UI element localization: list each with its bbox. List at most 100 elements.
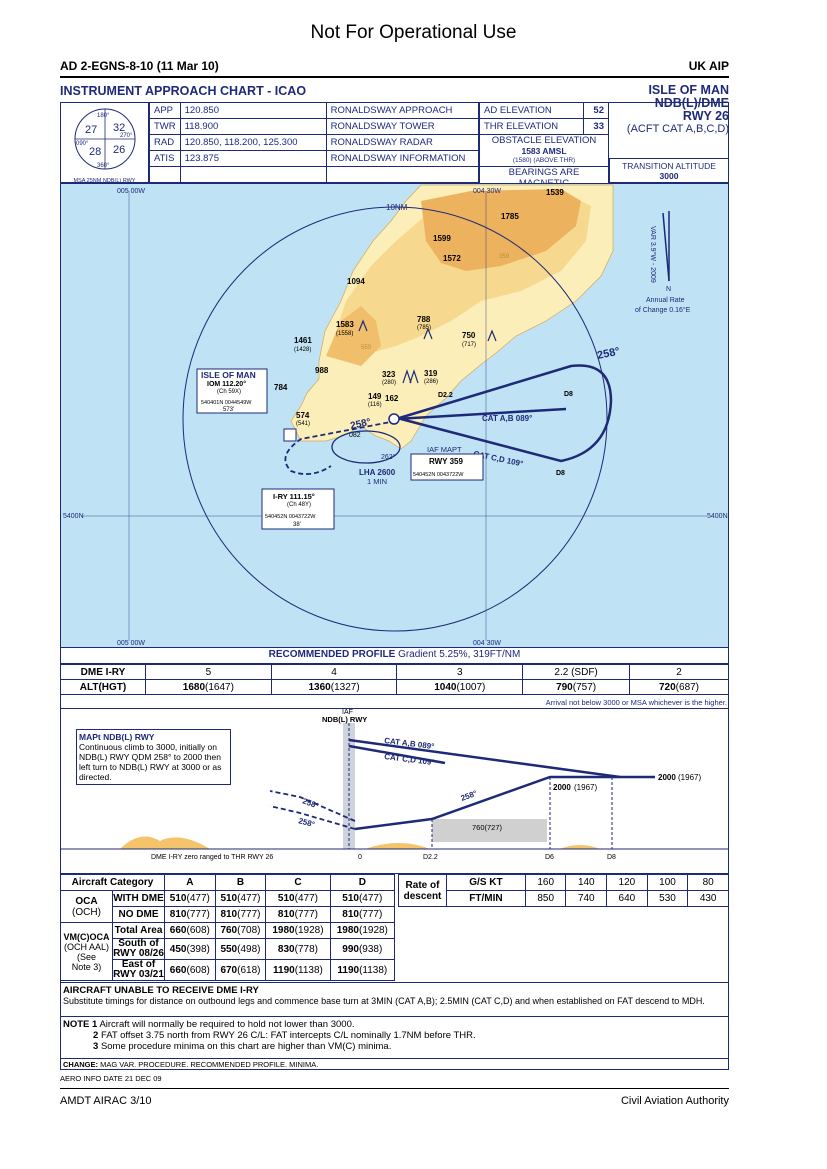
variation-text: VAR 3.9°W - 2009	[649, 226, 657, 283]
lha-label: LHA 2600	[359, 468, 396, 477]
cat-ab-track-label: CAT A,B 089°	[482, 414, 532, 423]
oca: 990	[342, 943, 359, 955]
msa-bearing-right: 270°	[120, 133, 133, 139]
inbound-track-label: 258°	[596, 345, 621, 361]
och: (498)	[237, 943, 261, 955]
terrain-east	[560, 845, 600, 849]
fpm-cell: 430	[687, 890, 729, 907]
ils-elevation: 38'	[293, 522, 301, 528]
alt-value: 720	[658, 681, 676, 693]
change-rate-label: of Change 0.16°E	[635, 306, 691, 314]
spot-elevation: 988	[315, 366, 329, 375]
axis-tick-d8: D8	[607, 854, 616, 861]
profile-height-b: (1967)	[574, 783, 597, 792]
axis-tick-d22: D2.2	[423, 854, 438, 861]
ndb-label: NDB(L) RWY	[322, 715, 367, 724]
ndb-symbol	[388, 413, 400, 425]
oca: 1190	[337, 964, 360, 976]
cat-ab-profile	[348, 738, 621, 779]
change-section: CHANGE: MAG VAR. PROCEDURE. RECOMMENDED …	[60, 1058, 729, 1070]
missed-track-label-2: 258°	[297, 816, 315, 829]
holding-pattern	[331, 430, 401, 464]
och: (477)	[186, 893, 210, 904]
authority-label: Civil Aviation Authority	[620, 1095, 729, 1107]
procedure-title: ISLE OF MAN NDB(L)/DME RWY 26 (ACFT CAT …	[627, 84, 729, 136]
spot-elevation-sub: (541)	[296, 421, 310, 427]
oca: 810	[342, 909, 359, 920]
ils-coords: 540452N 0043722W	[265, 514, 316, 520]
spot-elevation: 323	[382, 370, 396, 379]
minima-cell: 1190(1138)	[329, 959, 396, 981]
gs-cell: 100	[646, 874, 689, 891]
oca: 510	[342, 893, 359, 904]
msa-caption: MSA 25NM NDB(L) RWY	[73, 178, 136, 184]
footer-rule	[60, 1088, 729, 1089]
chart-title: INSTRUMENT APPROACH CHART - ICAO	[60, 84, 307, 98]
ndb-box	[410, 453, 484, 481]
rate-text-2: descent	[403, 890, 442, 902]
ils-box	[261, 488, 335, 530]
cat-ab-outbound	[395, 407, 567, 421]
dme-cell: 4	[270, 664, 398, 680]
hgt-value: (687)	[675, 681, 700, 693]
msa-diagram: 27 32 28 26 180° 270° 090° 360°	[74, 108, 136, 170]
minima-cell: 450(398)	[164, 938, 216, 960]
ndb-id: RWY 359	[429, 457, 463, 466]
gs-cell: 120	[606, 874, 648, 891]
fpm-cell: 530	[646, 890, 689, 907]
transition-altitude-label: TRANSITION ALTITUDE	[622, 161, 716, 171]
change-label: CHANGE:	[63, 1060, 98, 1069]
mapt-title: MAPt NDB(L) RWY	[79, 732, 155, 742]
change-text: MAG VAR. PROCEDURE. RECOMMENDED PROFILE.…	[100, 1060, 319, 1069]
missed-track-label: 258°	[301, 796, 320, 810]
oca: 1980	[336, 925, 359, 936]
contour-label: 550	[361, 345, 372, 351]
obstacle-icon	[358, 319, 368, 332]
obstacle-elevation-value: 1583 AMSL	[521, 145, 567, 156]
grid-label-top-2: 004 30W	[473, 188, 501, 195]
aircraft-categories: (ACFT CAT A,B,C,D)	[626, 123, 729, 135]
not-operational-banner: Not For Operational Use	[310, 22, 517, 43]
runway-name: RWY 26	[682, 109, 729, 123]
oca: 660	[169, 925, 187, 936]
south-text: South of	[118, 938, 159, 949]
spot-elevation-sub: (1428)	[294, 347, 311, 353]
comm-freq: 123.875	[179, 150, 327, 167]
minima-cell: 660(608)	[164, 922, 216, 939]
oca: 550	[220, 943, 238, 955]
land-high-elevation	[421, 189, 581, 271]
thr-elevation-value: 33	[583, 118, 609, 135]
spot-elevation: 1583	[336, 320, 354, 329]
east-rwy: RWY 03/21	[113, 969, 164, 980]
note-1: NOTE 1 Aircraft will normally be require…	[63, 1019, 726, 1030]
spot-elevation-sub: (116)	[368, 402, 382, 408]
minima-cell: 810(777)	[214, 906, 267, 923]
profile-diagram: IAF NDB(L) RWY 760(727) CAT A,B 089° CAT…	[60, 709, 729, 861]
fpm-cell: 740	[565, 890, 608, 907]
och: (1138)	[294, 964, 323, 976]
alt-cell: 720(687)	[629, 679, 729, 695]
gs-cell: 160	[524, 874, 567, 891]
alt-cell: 1680(1647)	[145, 679, 272, 695]
fpm-cell: 640	[606, 890, 648, 907]
obstacle-icon	[402, 369, 412, 384]
oca-text: OCA	[75, 895, 98, 907]
magnetic-north-arrow	[662, 212, 670, 282]
alt-value: 1360	[308, 681, 331, 693]
minima-cell: 760(708)	[214, 922, 267, 939]
grid-label-right: 5400N	[707, 513, 728, 520]
oca: 510	[169, 893, 187, 904]
minima-cell: 1190(1138)	[265, 959, 331, 981]
ndb-iaf-mapt: IAF MAPT	[427, 445, 462, 454]
ils-channel: (Ch 48Y)	[287, 502, 311, 508]
iaf-label: IAF	[342, 709, 353, 716]
contour-label: 359	[499, 254, 510, 260]
och: (938)	[358, 943, 383, 955]
oca: 810	[277, 909, 295, 920]
fpm-label: FT/MIN	[446, 890, 526, 907]
